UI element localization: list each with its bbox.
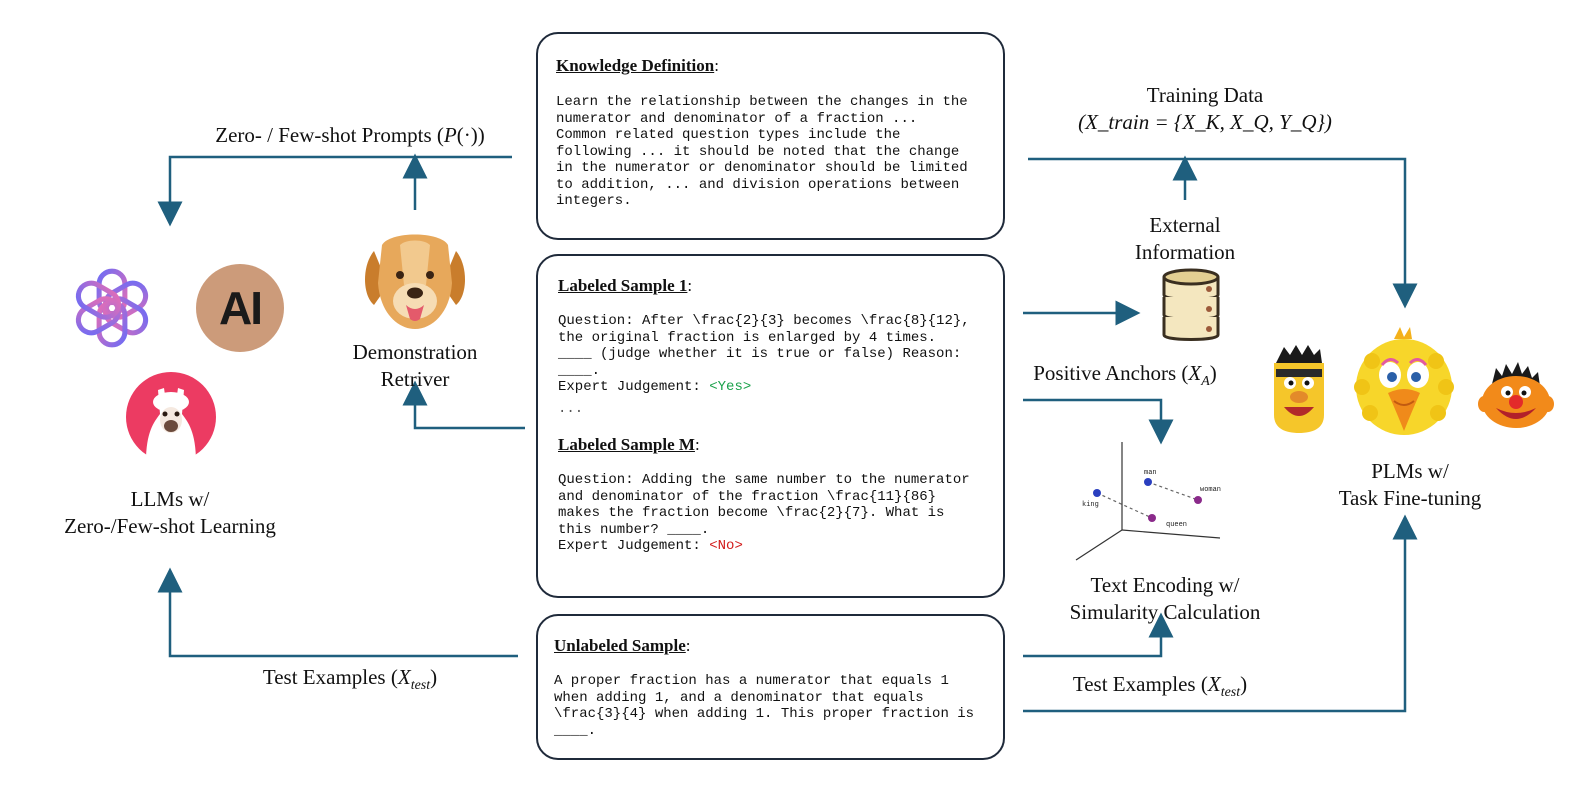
labeled-sample-m-judgement: Expert Judgement: <No> bbox=[558, 538, 743, 554]
labeled-sample-1-judgement: Expert Judgement: <Yes> bbox=[558, 379, 752, 395]
test-examples-right-label: Test Examples (Xtest) bbox=[1072, 672, 1248, 701]
plms-label: PLMs w/ Task Fine-tuning bbox=[1338, 459, 1482, 510]
bert-icon bbox=[1274, 345, 1324, 433]
knowledge-definition-box: Knowledge Definition: Learn the relation… bbox=[536, 32, 1005, 240]
samples-ellipsis: ... bbox=[558, 400, 584, 417]
training-data-label: Training Data (X_train = {X_K, X_Q, Y_Q}… bbox=[1070, 82, 1340, 136]
embedding-plot: man woman king queen bbox=[1075, 442, 1221, 561]
word-queen: queen bbox=[1166, 521, 1187, 529]
labeled-sample-m-question: Question: Adding the same number to the … bbox=[558, 472, 970, 538]
arrow-test-to-llms bbox=[157, 567, 518, 658]
unlabeled-sample-box: Unlabeled Sample: A proper fraction has … bbox=[536, 614, 1005, 760]
plot-axis-y bbox=[1121, 529, 1221, 539]
arrow-anchors-to-encoding bbox=[1023, 398, 1174, 445]
test-examples-left-label: Test Examples (Xtest) bbox=[262, 665, 438, 694]
plot-axis-x bbox=[1075, 529, 1123, 561]
anthropic-logo-icon: AI bbox=[196, 264, 284, 352]
llms-label: LLMs w/ Zero-/Few-shot Learning bbox=[64, 487, 276, 538]
labeled-sample-1-title: Labeled Sample 1 bbox=[558, 276, 688, 295]
golden-retriever-icon bbox=[365, 234, 465, 329]
labeled-sample-1-question: Question: After \frac{2}{3} becomes \fra… bbox=[558, 313, 970, 379]
arrow-prompts-to-llms bbox=[157, 155, 512, 227]
big-bird-icon bbox=[1354, 327, 1454, 435]
vector-man-woman bbox=[1147, 481, 1199, 501]
llama-icon bbox=[126, 372, 216, 462]
arrow-unlabeled-to-encoding bbox=[1023, 612, 1174, 658]
ernie-icon bbox=[1478, 362, 1554, 428]
unlabeled-sample-text: A proper fraction has a numerator that e… bbox=[554, 673, 975, 739]
word-man: man bbox=[1144, 469, 1157, 477]
judgement-yes: <Yes> bbox=[709, 379, 752, 395]
point-queen bbox=[1148, 514, 1156, 522]
prompts-label: Zero- / Few-shot Prompts (P(·)) bbox=[215, 123, 485, 147]
vector-king-queen bbox=[1096, 492, 1153, 519]
labeled-samples-box: Labeled Sample 1: Question: After \frac{… bbox=[536, 254, 1005, 598]
point-woman bbox=[1194, 496, 1202, 504]
database-icon bbox=[1162, 268, 1220, 341]
unlabeled-sample-title: Unlabeled Sample bbox=[554, 636, 686, 655]
training-data-formula: (X_train = {X_K, X_Q, Y_Q}) bbox=[1078, 110, 1332, 134]
word-woman: woman bbox=[1200, 486, 1221, 494]
labeled-sample-m-title: Labeled Sample M bbox=[558, 435, 695, 454]
knowledge-definition-title: Knowledge Definition bbox=[556, 56, 715, 75]
arrow-training-to-plms bbox=[1028, 157, 1418, 309]
point-man bbox=[1144, 478, 1152, 486]
point-king bbox=[1093, 489, 1101, 497]
word-king: king bbox=[1082, 501, 1099, 509]
arrow-test-to-plms bbox=[1023, 514, 1418, 713]
judgement-no: <No> bbox=[709, 538, 743, 554]
external-information-label: External Information bbox=[1134, 213, 1236, 264]
text-encoding-label: Text Encoding w/ Simularity Calculation bbox=[1069, 573, 1261, 624]
retriever-label: Demonstration Retriver bbox=[352, 340, 478, 391]
knowledge-definition-text: Learn the relationship between the chang… bbox=[556, 94, 968, 209]
openai-logo-icon bbox=[75, 268, 149, 348]
positive-anchors-label: Positive Anchors (XA) bbox=[1033, 361, 1217, 390]
arrow-labeled-to-retriever bbox=[402, 380, 525, 430]
